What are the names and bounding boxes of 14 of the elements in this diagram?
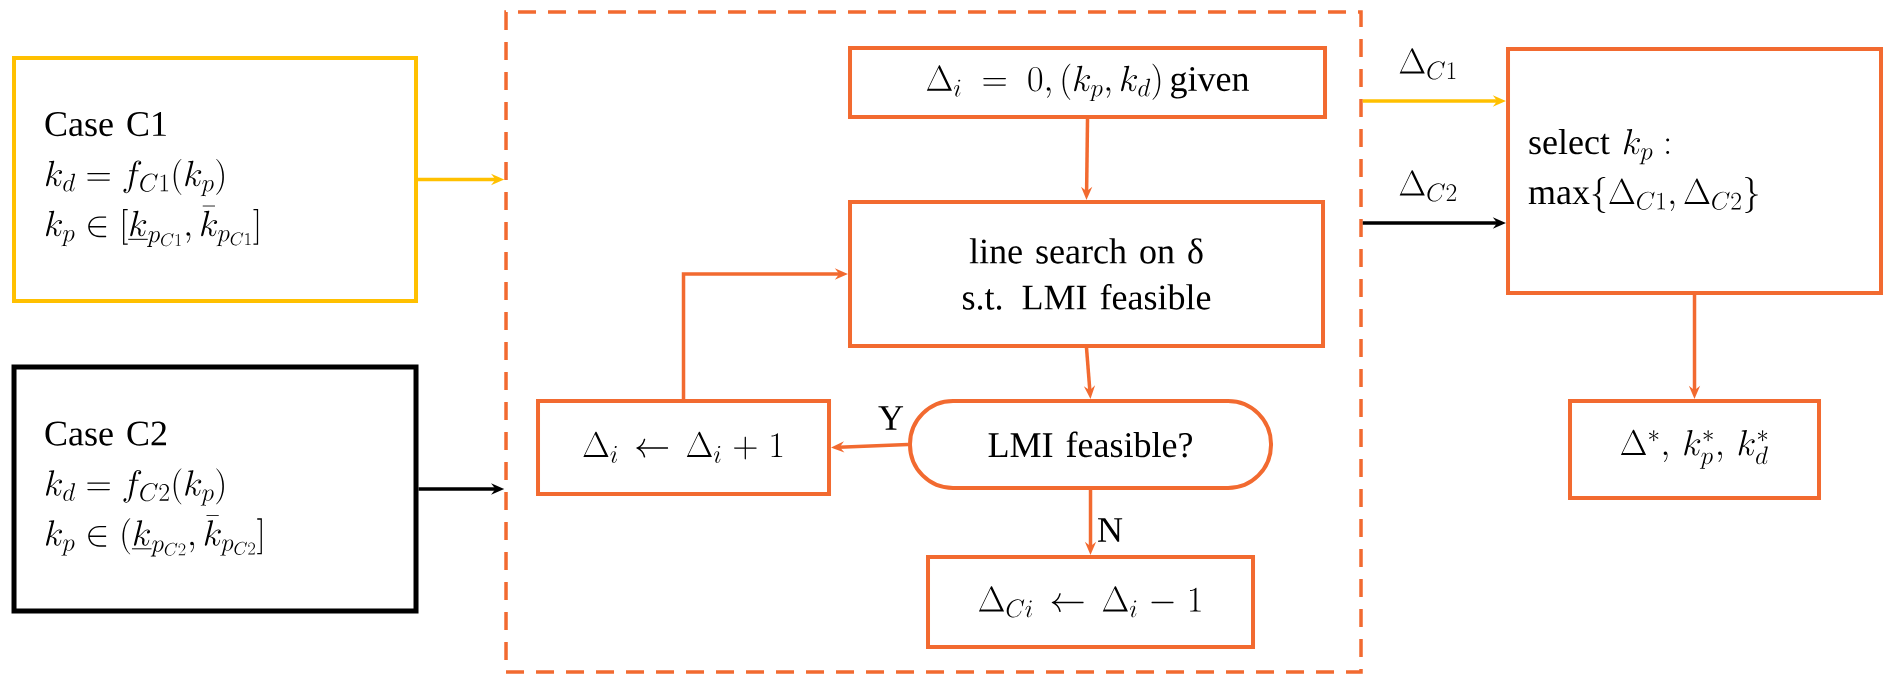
edge-label: N — [1096, 517, 1124, 543]
process-box: line search on δ s.t. LMI feasible — [848, 200, 1325, 348]
process-box: $\mathrm{select}\ k_p :$ $\max\{\Delta_{C1}, \Delta_{C2}\}$ — [1506, 47, 1883, 295]
edge-label: Y — [877, 405, 905, 431]
input-box: Case C2 $k_d = f_{C2}(k_p)$ $k_p \in (\underline{k}_{p_{C2}}, \bar{k}_{p_{C2}}]$ — [11, 364, 419, 614]
result-box: $\Delta^*,\, k_p^*,\, k_d^*$ — [1568, 399, 1821, 500]
process-box: $\Delta_i = 0, (k_p, k_d)\,\mathrm{given}$ — [848, 46, 1327, 119]
edge-label: $\Delta_{C1}$ — [1397, 48, 1459, 80]
edge-label: $\Delta_{C2}$ — [1397, 170, 1459, 202]
input-box: Case C1 $k_d = f_{C1}(k_p)$ $k_p \in [\underline{k}_{p_{C1}}, \bar{k}_{p_{C1}}]$ — [12, 56, 418, 303]
decision-box: LMI feasible? — [908, 399, 1273, 490]
process-box: $\Delta_{Ci} \leftarrow \Delta_i - 1$ — [926, 555, 1255, 649]
dashed-frame — [504, 10, 1363, 674]
process-box: $\Delta_i \leftarrow \Delta_i + 1$ — [536, 399, 831, 496]
